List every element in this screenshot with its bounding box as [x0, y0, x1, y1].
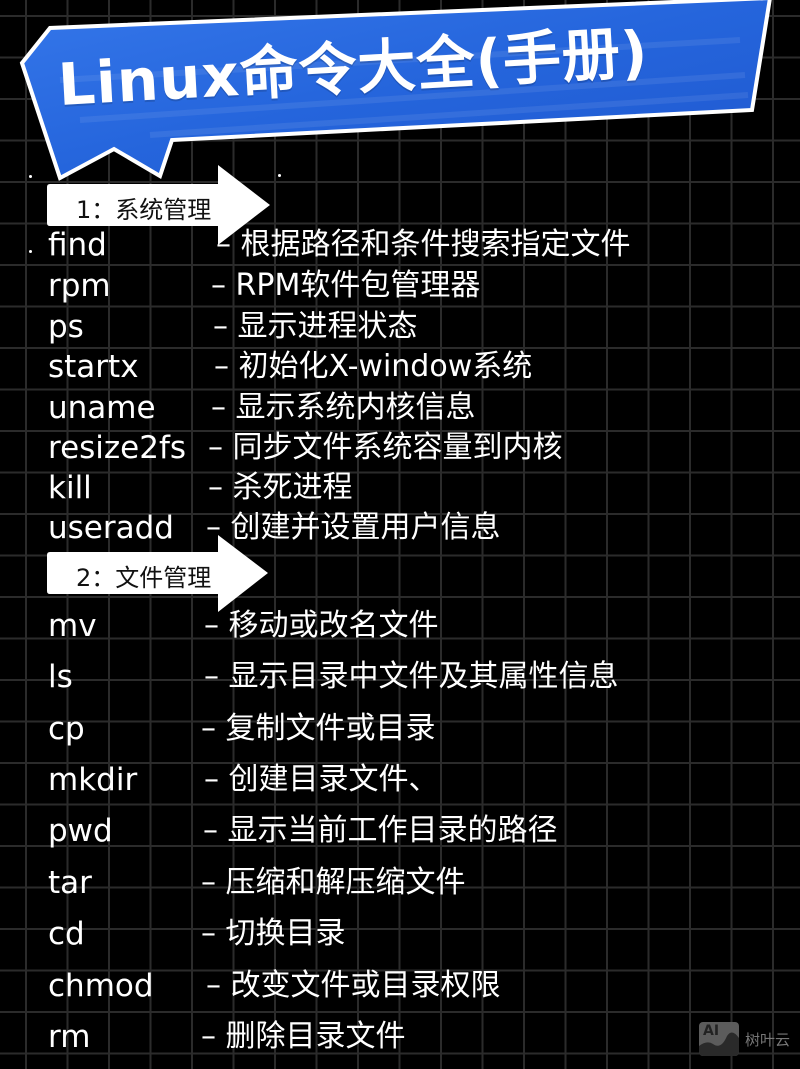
command-name: rpm	[48, 268, 111, 304]
command-description: – 创建目录文件、	[204, 762, 439, 797]
command-description: – 移动或改名文件	[204, 608, 439, 643]
section-2-label: 2：文件管理	[76, 564, 212, 592]
command-name: cd	[48, 916, 85, 952]
watermark-text: 树叶云	[745, 1030, 791, 1049]
command-description: – 显示目录中文件及其属性信息	[204, 659, 619, 694]
arrow-right-icon	[47, 165, 270, 245]
command-description: – 同步文件系统容量到内核	[208, 430, 563, 465]
banner-shape	[19, 0, 772, 181]
command-name: chmod	[48, 968, 154, 1004]
command-name: startx	[48, 349, 139, 385]
section-1-label: 1：系统管理	[76, 196, 212, 224]
command-description: – RPM软件包管理器	[211, 268, 481, 303]
ai-image-icon: AI	[699, 1022, 739, 1056]
command-name: resize2fs	[48, 430, 187, 466]
command-description: – 删除目录文件	[201, 1019, 406, 1054]
command-description: – 初始化X-window系统	[214, 349, 533, 384]
command-description: – 创建并设置用户信息	[206, 510, 501, 545]
command-name: mkdir	[48, 762, 138, 798]
command-name: tar	[48, 865, 92, 901]
command-description: – 显示当前工作目录的路径	[203, 813, 558, 848]
command-name: ps	[48, 309, 84, 345]
title-banner: Linux命令大全(手册)	[0, 0, 800, 190]
command-name: rm	[48, 1019, 91, 1055]
section-1-arrow: 1：系统管理	[46, 164, 276, 248]
command-description: – 改变文件或目录权限	[206, 968, 501, 1003]
decorative-dot	[29, 250, 32, 253]
command-name: ls	[48, 659, 73, 695]
section-2-arrow: 2：文件管理	[46, 532, 276, 616]
command-name: pwd	[48, 813, 113, 849]
command-name: kill	[48, 470, 92, 506]
decorative-dot	[29, 175, 32, 178]
command-name: find	[48, 227, 107, 263]
command-name: mv	[48, 608, 97, 644]
command-description: – 复制文件或目录	[201, 711, 436, 746]
watermark: AI 树叶云	[699, 1022, 790, 1056]
command-description: – 压缩和解压缩文件	[201, 865, 466, 900]
command-description: – 切换目录	[201, 916, 346, 951]
command-description: – 显示系统内核信息	[211, 390, 476, 425]
decorative-dot	[278, 174, 281, 177]
command-description: – 根据路径和条件搜索指定文件	[216, 227, 631, 262]
arrow-right-icon	[47, 535, 268, 612]
command-description: – 杀死进程	[208, 470, 353, 505]
command-description: – 显示进程状态	[213, 309, 418, 344]
command-name: uname	[48, 390, 156, 426]
command-name: useradd	[48, 510, 174, 546]
command-name: cp	[48, 711, 85, 747]
